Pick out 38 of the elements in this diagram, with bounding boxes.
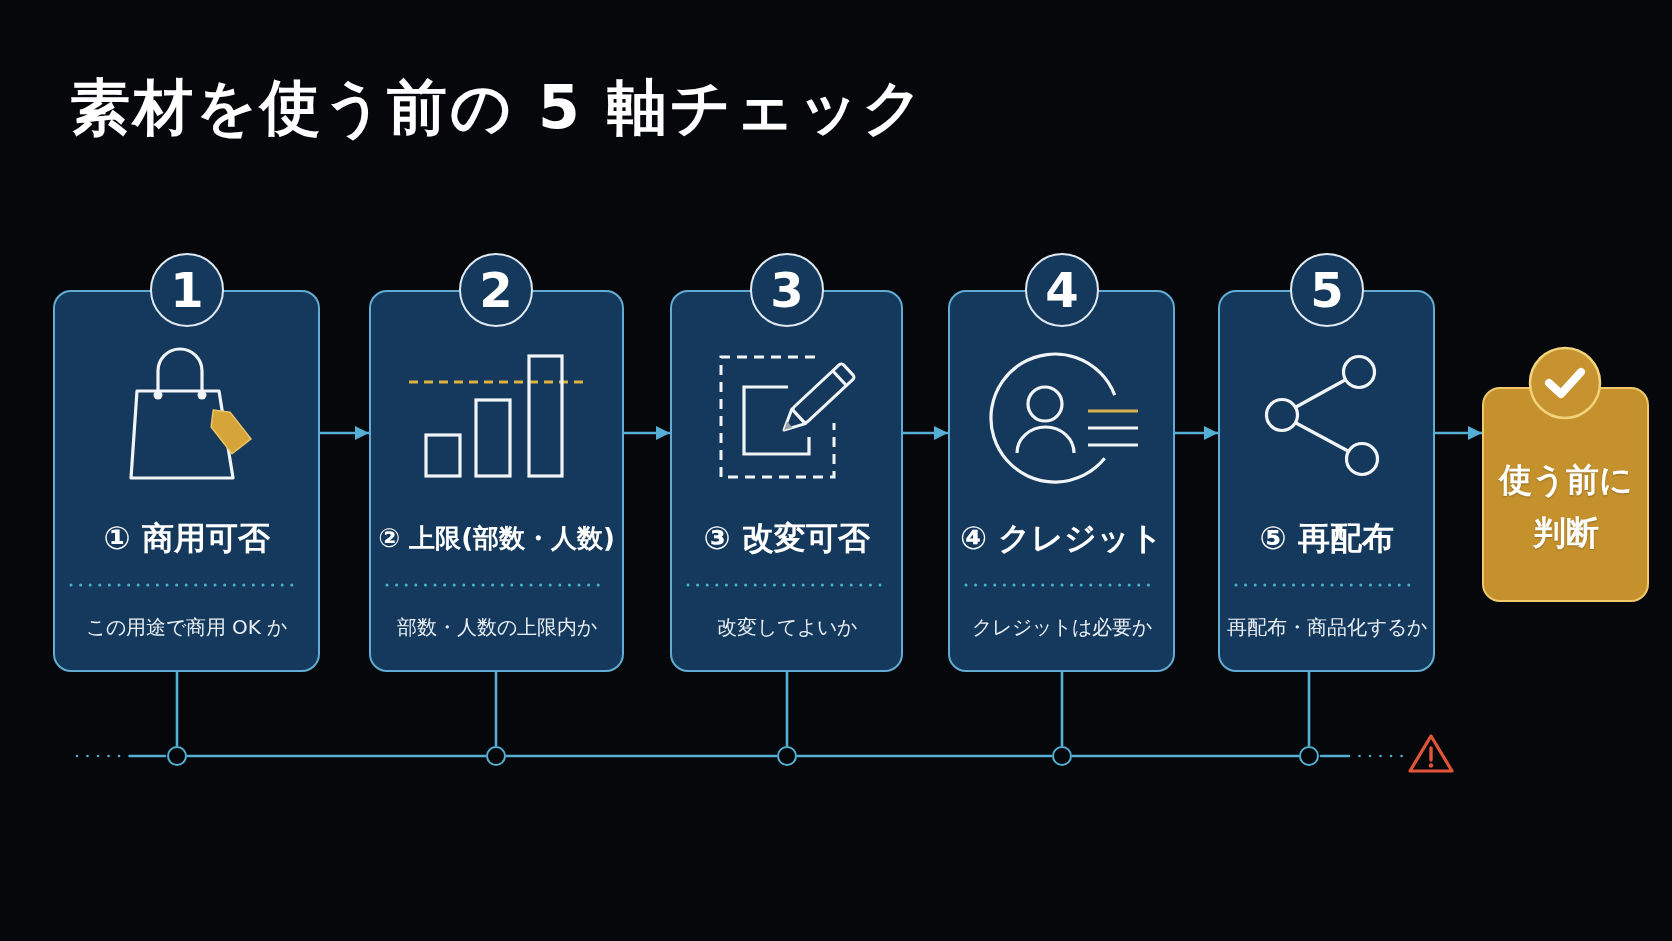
step-question: 部数・人数の上限内か: [396, 615, 597, 639]
arrow: [320, 426, 369, 440]
step-number: 4: [1045, 266, 1079, 314]
timeline-node: [1299, 746, 1319, 766]
step-number: 2: [479, 266, 513, 314]
step-heading: ⑤ 再配布: [1259, 519, 1394, 557]
arrow: [1435, 426, 1482, 440]
step-heading: ② 上限(部数・人数): [378, 522, 615, 555]
step-heading: ④ クレジット: [959, 519, 1164, 557]
arrow: [624, 426, 670, 440]
step-number: 1: [170, 266, 204, 314]
step-question: クレジットは必要か: [971, 615, 1152, 639]
arrow: [903, 426, 948, 440]
connector-line: [1060, 672, 1064, 746]
connector-line: [187, 754, 486, 758]
connector-line: [1072, 754, 1299, 758]
step-question: 再配布・商品化するか: [1226, 615, 1427, 639]
arrow: [1175, 426, 1218, 440]
timeline-node: [167, 746, 187, 766]
connector-line: [797, 754, 1052, 758]
title: 素材を使う前の 5 軸チェック: [70, 74, 926, 140]
connector-line: [494, 672, 498, 746]
step-heading: ① 商用可否: [103, 519, 270, 557]
timeline-node: [1052, 746, 1072, 766]
connector-line: [175, 672, 179, 746]
timeline-node: [777, 746, 797, 766]
connector-line: [785, 672, 789, 746]
result-text: 使う前に判断: [1497, 459, 1634, 554]
step-heading: ③ 改変可否: [703, 519, 870, 557]
warning-icon: [1408, 732, 1454, 774]
timeline-node: [486, 746, 506, 766]
dotted-line: [75, 754, 167, 758]
step-question: 改変してよいか: [716, 615, 857, 639]
connector-line: [506, 754, 777, 758]
step-question: この用途で商用 OK か: [85, 615, 288, 639]
step-number: 3: [770, 266, 804, 314]
step-number: 5: [1310, 266, 1344, 314]
connector-line: [1307, 672, 1311, 746]
